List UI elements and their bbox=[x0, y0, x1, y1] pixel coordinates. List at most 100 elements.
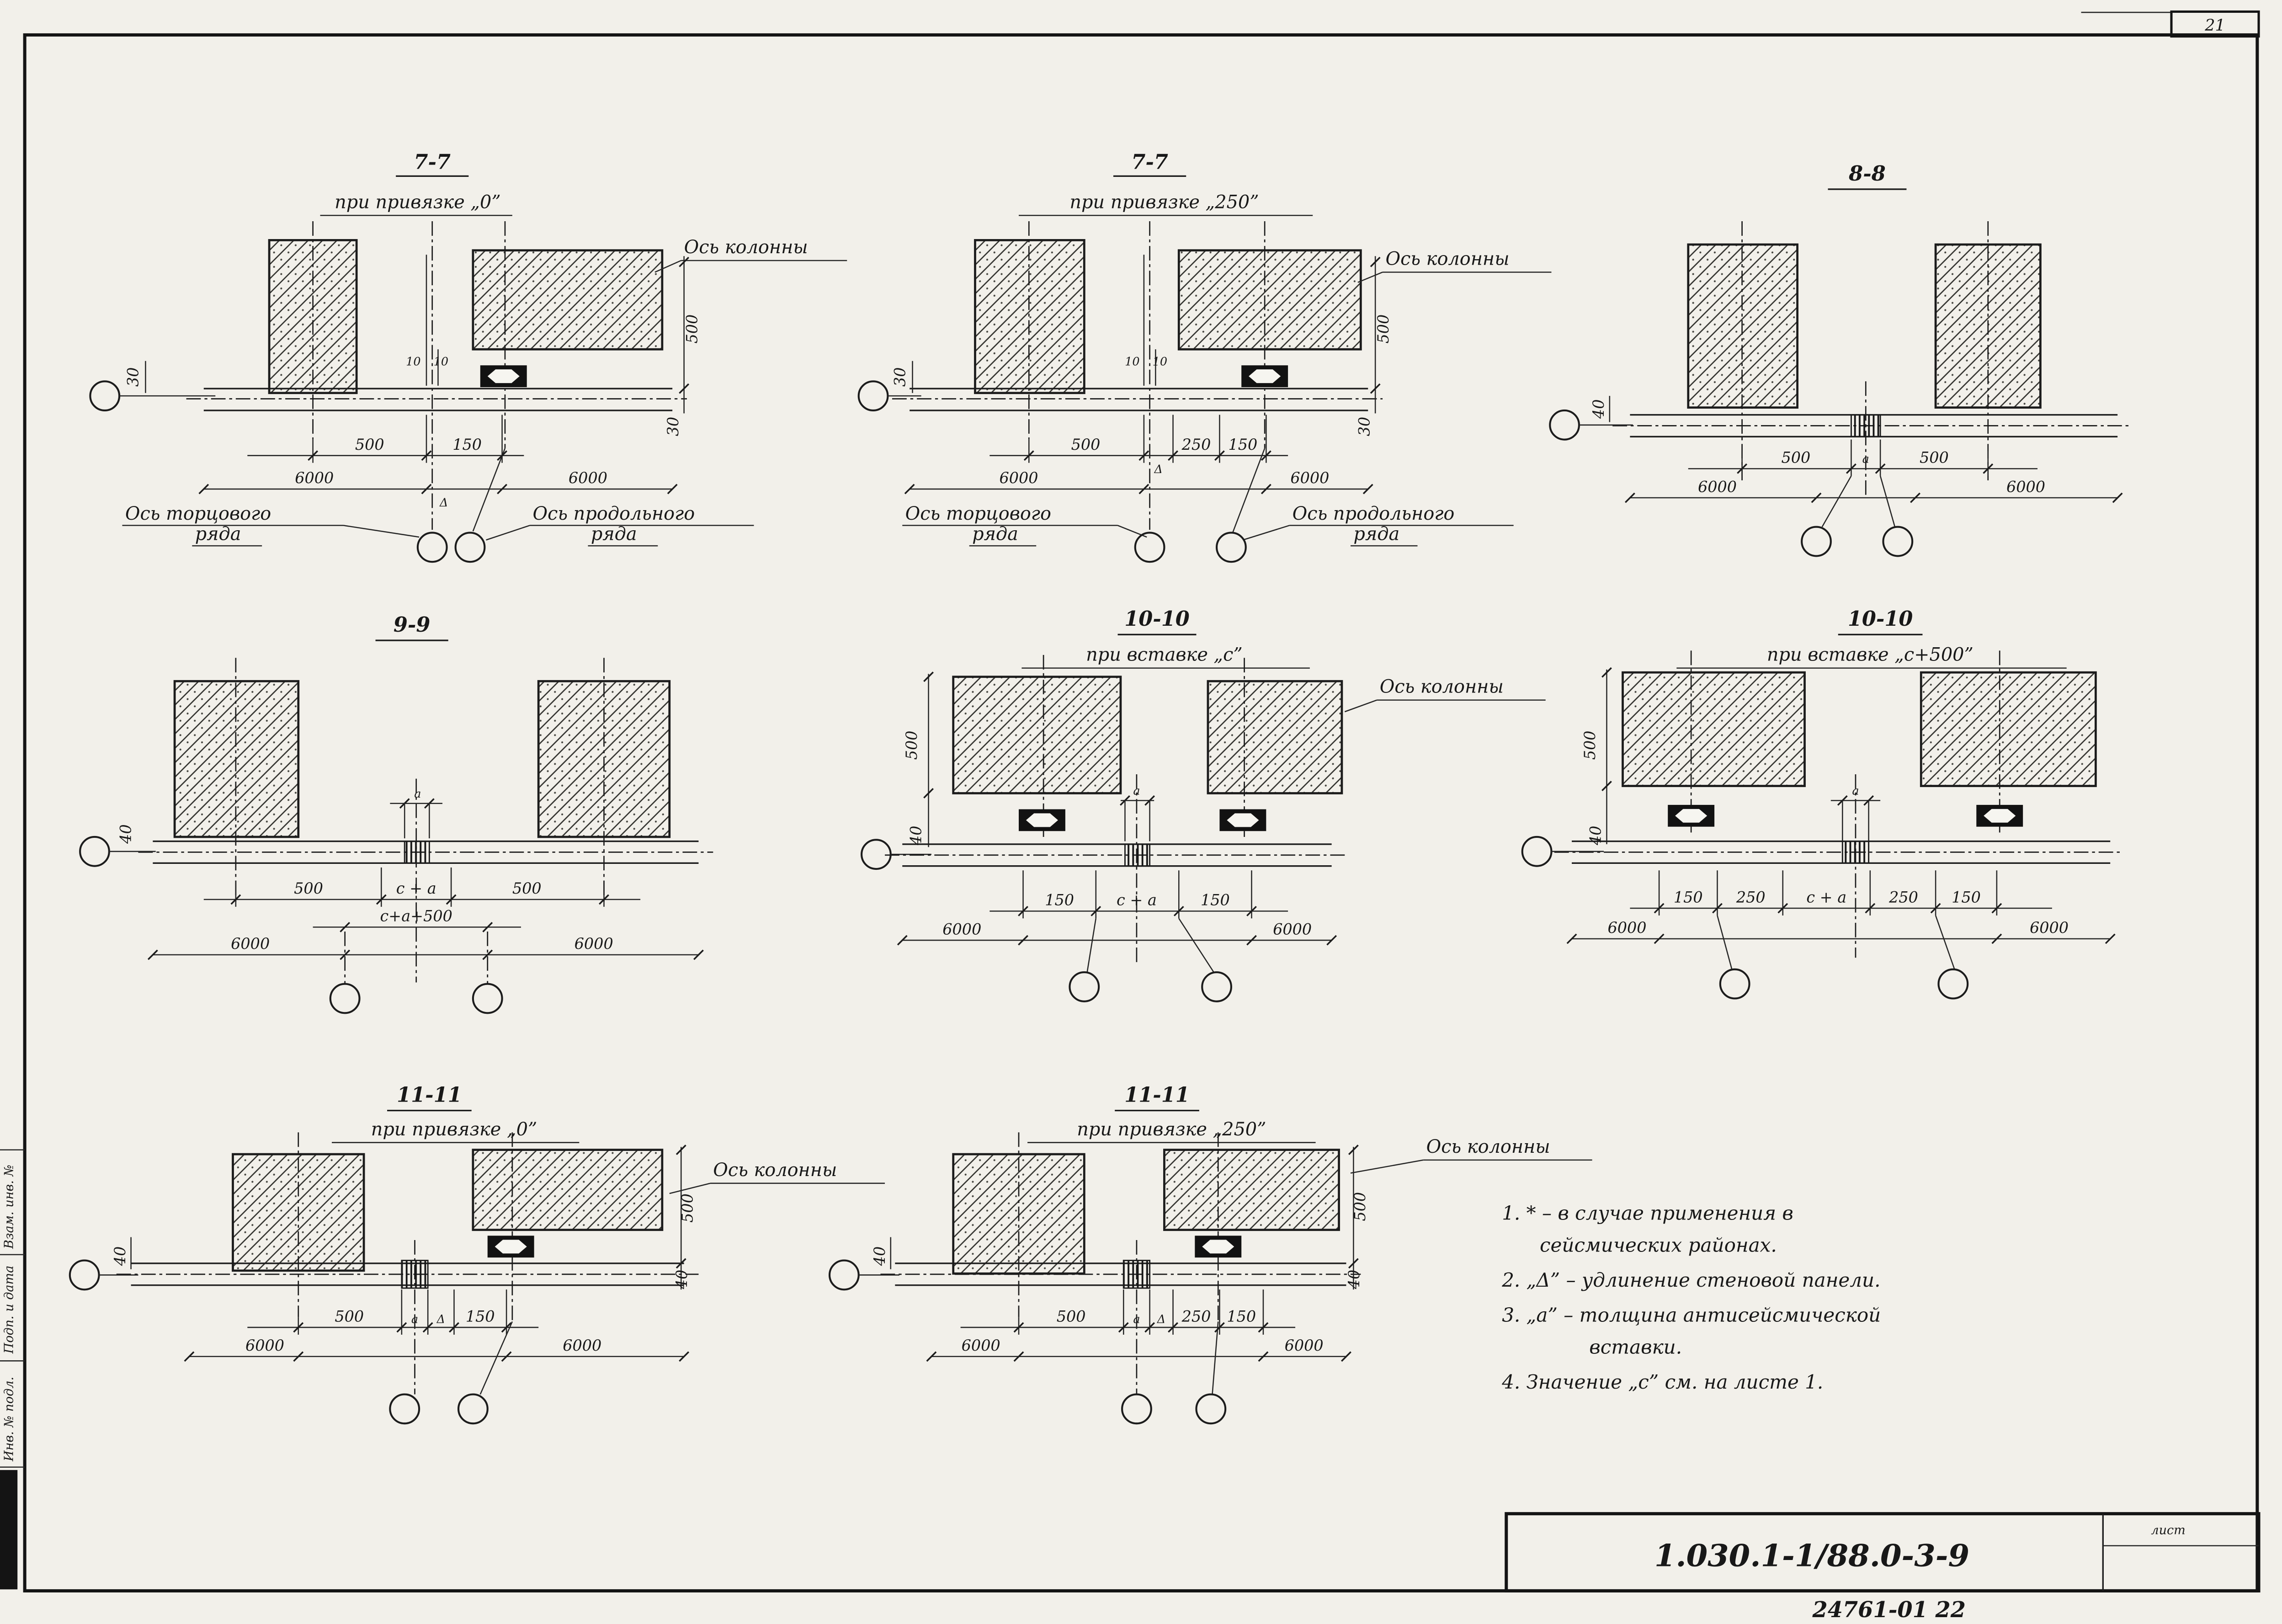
dim-40: 40 bbox=[117, 824, 135, 844]
dim-6000-left: 6000 bbox=[231, 935, 270, 953]
wall-panel-right bbox=[472, 249, 664, 351]
section-10-10-insert-c-plus-500: 10-10 при вставке „с+500” 500 40 а 150 2… bbox=[1521, 607, 2122, 1000]
dim-500-left: 500 bbox=[1782, 449, 1811, 467]
dim-c-plus-a: с + а bbox=[396, 879, 436, 897]
wall-panel-right bbox=[1177, 249, 1362, 351]
section-subtitle: при привязке „0” bbox=[371, 1119, 537, 1140]
dim-250: 250 bbox=[1181, 1307, 1211, 1325]
linework bbox=[1521, 634, 2122, 1000]
axis-bubble bbox=[1201, 971, 1232, 1002]
seismic-insert bbox=[1122, 1260, 1151, 1289]
axis-bubble bbox=[1216, 532, 1247, 563]
dim-c-plus-a: с + а bbox=[1117, 891, 1157, 909]
dim-6000-right: 6000 bbox=[2030, 919, 2069, 937]
title-block: лист 1.030.1-1/88.0-3-9 24761-01 22 bbox=[1505, 1512, 2261, 1623]
dim-40: 40 bbox=[1590, 399, 1607, 420]
section-subtitle: при привязке „0” bbox=[335, 192, 501, 213]
dim-150: 150 bbox=[452, 436, 482, 453]
section-7-7-binding-250: 7-7 при привязке „250” 30 10 10 Ось коло… bbox=[857, 149, 1552, 563]
section-subtitle: при привязке „250” bbox=[1077, 1119, 1266, 1140]
section-8-8: 8-8 40 500 а 500 6000 6000 bbox=[1549, 161, 2132, 557]
axis-bubble-left bbox=[1521, 836, 1553, 867]
axis-long-row-label-2: ряда bbox=[1353, 523, 1399, 544]
dim-10-a: 10 bbox=[406, 355, 420, 368]
section-title: 10-10 bbox=[1124, 607, 1190, 631]
section-subtitle: при вставке „с+500” bbox=[1767, 644, 1973, 666]
axis-end-row-label-2: ряда bbox=[972, 523, 1018, 544]
axis-bubble bbox=[457, 1393, 489, 1425]
section-title: 7-7 bbox=[1131, 149, 1168, 174]
axis-bubble bbox=[416, 532, 448, 563]
linework bbox=[828, 1109, 1592, 1425]
axis-bubble bbox=[1801, 526, 1832, 557]
dim-500: 500 bbox=[335, 1307, 364, 1325]
axis-bubble-left bbox=[861, 839, 892, 870]
dim-6000-left: 6000 bbox=[245, 1336, 284, 1354]
linework bbox=[1549, 188, 2132, 557]
dim-30-right: 30 bbox=[1355, 417, 1373, 437]
axis-bubble bbox=[1121, 1393, 1152, 1425]
axis-end-row-label: Ось торцового bbox=[905, 503, 1051, 524]
binding-bar bbox=[0, 1470, 18, 1590]
stamp-col-inv: Инв. № подл. bbox=[2, 1377, 16, 1462]
dim-250-left: 250 bbox=[1736, 888, 1766, 906]
dim-150: 150 bbox=[1227, 1307, 1256, 1325]
dim-6000-left: 6000 bbox=[999, 469, 1038, 487]
dim-40-left: 40 bbox=[111, 1246, 129, 1267]
wall-panel-left bbox=[1687, 243, 1798, 409]
dim-6000-left: 6000 bbox=[295, 469, 334, 487]
stamp-col-vzam: Взам. инв. № bbox=[2, 1165, 16, 1249]
seismic-insert bbox=[401, 1260, 429, 1289]
column-section-icon bbox=[1019, 809, 1065, 831]
dim-a: а bbox=[1133, 784, 1140, 798]
axis-column-label: Ось колонны bbox=[1426, 1136, 1550, 1157]
dim-6000-right: 6000 bbox=[1290, 469, 1329, 487]
section-title: 11-11 bbox=[1124, 1083, 1190, 1107]
seismic-insert bbox=[404, 841, 430, 864]
axis-bubble bbox=[1937, 968, 1969, 1000]
axis-bubble-left bbox=[1549, 409, 1580, 441]
linework bbox=[89, 175, 847, 563]
sheet-number-box bbox=[2170, 10, 2260, 38]
section-title: 7-7 bbox=[414, 149, 451, 174]
dim-500-left: 500 bbox=[294, 879, 323, 897]
dim-500-right: 500 bbox=[512, 879, 542, 897]
wall-panel-right bbox=[1163, 1149, 1340, 1231]
dim-6000-left: 6000 bbox=[942, 920, 981, 938]
column-section-icon bbox=[1241, 365, 1288, 388]
section-9-9: 9-9 40 а 500 с + а 500 с+а+500 6000 6000 bbox=[79, 612, 713, 1014]
wall-panel-right bbox=[472, 1149, 664, 1231]
dim-40-left: 40 bbox=[871, 1246, 888, 1267]
axis-column-label: Ось колонны bbox=[1380, 676, 1504, 698]
dim-150: 150 bbox=[466, 1307, 495, 1325]
section-title: 8-8 bbox=[1848, 161, 1886, 186]
sheet-label: лист bbox=[2151, 1523, 2185, 1537]
axis-column-label: Ось колонны bbox=[713, 1160, 837, 1181]
column-section-icon bbox=[1195, 1235, 1242, 1258]
note-1-line-2: сейсмических районах. bbox=[1540, 1234, 1777, 1256]
column-section-icon bbox=[487, 1235, 534, 1258]
column-section-icon bbox=[1668, 804, 1715, 827]
seismic-insert bbox=[1841, 841, 1870, 864]
delta-symbol: Δ bbox=[1157, 1313, 1165, 1326]
dim-a: а bbox=[1862, 453, 1869, 466]
note-3-line-1: 3. „а” – толщина антисейсмической bbox=[1502, 1304, 1881, 1326]
column-section-icon bbox=[1976, 804, 2023, 827]
dim-500-vertical: 500 bbox=[1374, 314, 1392, 344]
wall-panel-right bbox=[1920, 671, 2097, 787]
dim-500: 500 bbox=[1071, 436, 1101, 453]
axis-bubble bbox=[1134, 532, 1165, 563]
side-stamp: Инв. № подл. Подп. и дата Взам. инв. № bbox=[0, 1149, 25, 1590]
dim-150-left: 150 bbox=[1674, 888, 1703, 906]
section-11-11-binding-0: 11-11 при привязке „0” Ось колонны 40 50… bbox=[69, 1083, 885, 1425]
dim-40: 40 bbox=[907, 826, 925, 846]
note-4: 4. Значение „с” см. на листе 1. bbox=[1501, 1371, 1823, 1393]
dim-500-vertical: 500 bbox=[1581, 730, 1599, 760]
section-11-11-binding-250: 11-11 при привязке „250” Ось колонны 40 … bbox=[828, 1083, 1592, 1425]
dim-6000-right: 6000 bbox=[1285, 1336, 1324, 1354]
dim-10-b: 10 bbox=[1153, 355, 1167, 368]
dim-500-right: 500 bbox=[1920, 449, 1949, 467]
notes-block: 1. * – в случае применения в сейсмически… bbox=[1501, 1202, 1881, 1393]
section-title: 11-11 bbox=[397, 1083, 462, 1107]
